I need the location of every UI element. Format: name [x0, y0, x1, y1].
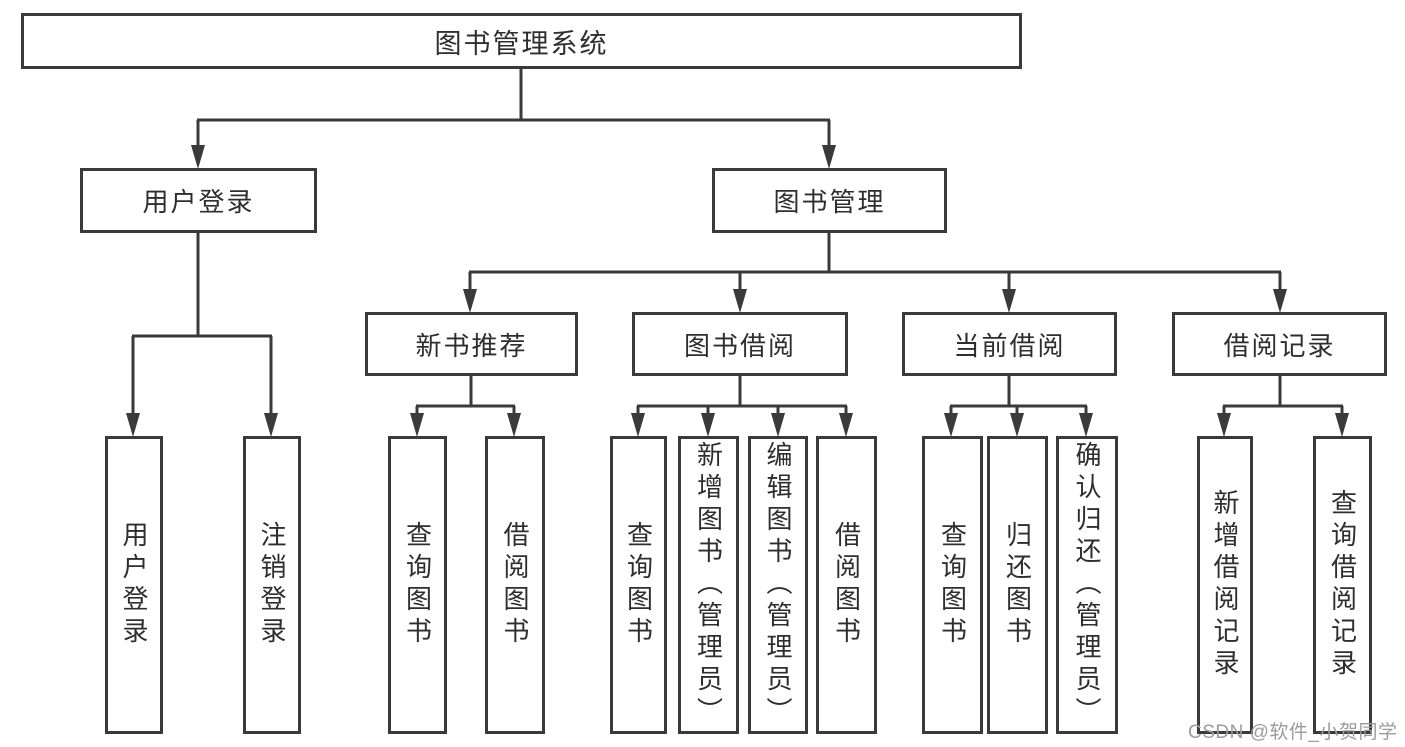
leaf-query-borrow-record: 查询借阅记录	[1313, 436, 1372, 734]
leaf-query-books-recommend: 查询图书	[388, 436, 447, 734]
node-root: 图书管理系统	[21, 13, 1022, 69]
node-new-book-recommend-label: 新书推荐	[415, 330, 528, 361]
leaf-add-book-admin: 新增图书（管理员）	[678, 436, 739, 734]
leaf-user-login: 用户登录	[105, 436, 163, 734]
leaf-edit-book-admin: 编辑图书（管理员）	[748, 436, 808, 734]
leaf-return-book: 归还图书	[987, 436, 1048, 734]
node-book-management-label: 图书管理	[773, 187, 886, 217]
node-borrow-records: 借阅记录	[1172, 312, 1387, 376]
node-book-borrow: 图书借阅	[632, 312, 848, 376]
node-current-borrow-label: 当前借阅	[953, 330, 1066, 361]
leaf-query-books-borrow: 查询图书	[610, 436, 667, 734]
node-user-login: 用户登录	[80, 168, 317, 233]
node-new-book-recommend: 新书推荐	[365, 312, 578, 376]
node-current-borrow: 当前借阅	[902, 312, 1117, 376]
leaf-borrow-books-recommend: 借阅图书	[485, 436, 545, 734]
leaf-logout: 注销登录	[243, 436, 301, 734]
leaf-query-books-current: 查询图书	[922, 436, 983, 734]
node-book-borrow-label: 图书借阅	[683, 330, 796, 361]
leaf-add-borrow-record: 新增借阅记录	[1197, 436, 1253, 734]
node-borrow-records-label: 借阅记录	[1223, 330, 1336, 361]
node-user-login-label: 用户登录	[142, 187, 255, 217]
leaf-confirm-return-admin: 确认归还（管理员）	[1056, 436, 1118, 734]
leaf-borrow-books: 借阅图书	[816, 436, 877, 734]
watermark-text: CSDN @软件_小贺同学	[1188, 722, 1398, 743]
node-book-management: 图书管理	[712, 168, 947, 233]
node-root-label: 图书管理系统	[434, 28, 609, 59]
